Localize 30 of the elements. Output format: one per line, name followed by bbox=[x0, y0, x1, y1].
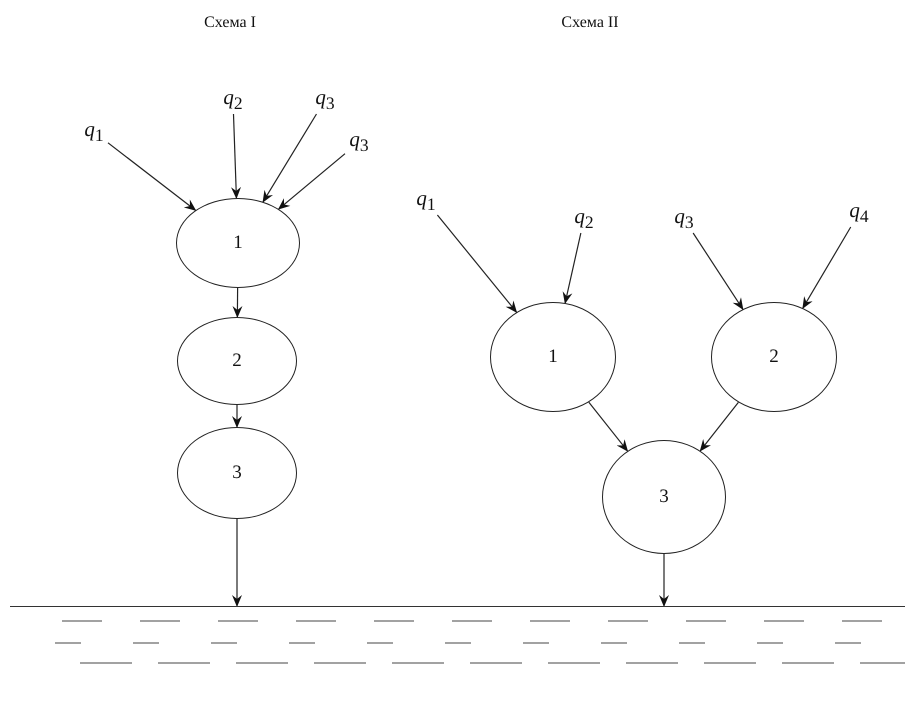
arrow bbox=[588, 402, 628, 452]
flow-symbol: q$_{3}$ bbox=[670, 205, 698, 233]
stage-ellipse: 1 bbox=[490, 302, 616, 412]
arrow bbox=[232, 288, 242, 318]
scheme-heading: Схема I bbox=[204, 14, 256, 32]
stage-ellipse: 2 bbox=[711, 302, 837, 412]
flow-symbol: q$_{2}$ bbox=[219, 86, 247, 114]
arrow bbox=[436, 214, 518, 313]
stage-ellipse: 2 bbox=[177, 317, 297, 405]
flow-symbol: q$_{1}$ bbox=[412, 187, 440, 215]
flow-symbol: q$_{1}$ bbox=[80, 118, 108, 146]
scheme-heading: Схема II bbox=[561, 14, 619, 32]
arrow bbox=[231, 114, 242, 200]
stage-ellipse: 3 bbox=[177, 427, 297, 519]
arrow bbox=[692, 232, 744, 310]
arrow bbox=[278, 153, 346, 210]
arrow bbox=[262, 114, 317, 203]
arrow bbox=[659, 554, 669, 607]
flow-symbol: q$_{2}$ bbox=[570, 205, 598, 233]
arrow bbox=[700, 402, 739, 452]
arrow bbox=[232, 405, 242, 428]
flow-symbol: q$_{4}$ bbox=[845, 199, 873, 227]
arrow bbox=[108, 142, 196, 211]
arrow bbox=[232, 519, 242, 607]
arrow bbox=[802, 226, 852, 309]
arrow bbox=[562, 232, 582, 304]
flow-symbol: q$_{3}$ bbox=[345, 128, 373, 156]
stage-ellipse: 1 bbox=[176, 198, 300, 288]
stage-ellipse: 3 bbox=[602, 440, 726, 554]
flow-symbol: q$_{3}$ bbox=[311, 86, 339, 114]
